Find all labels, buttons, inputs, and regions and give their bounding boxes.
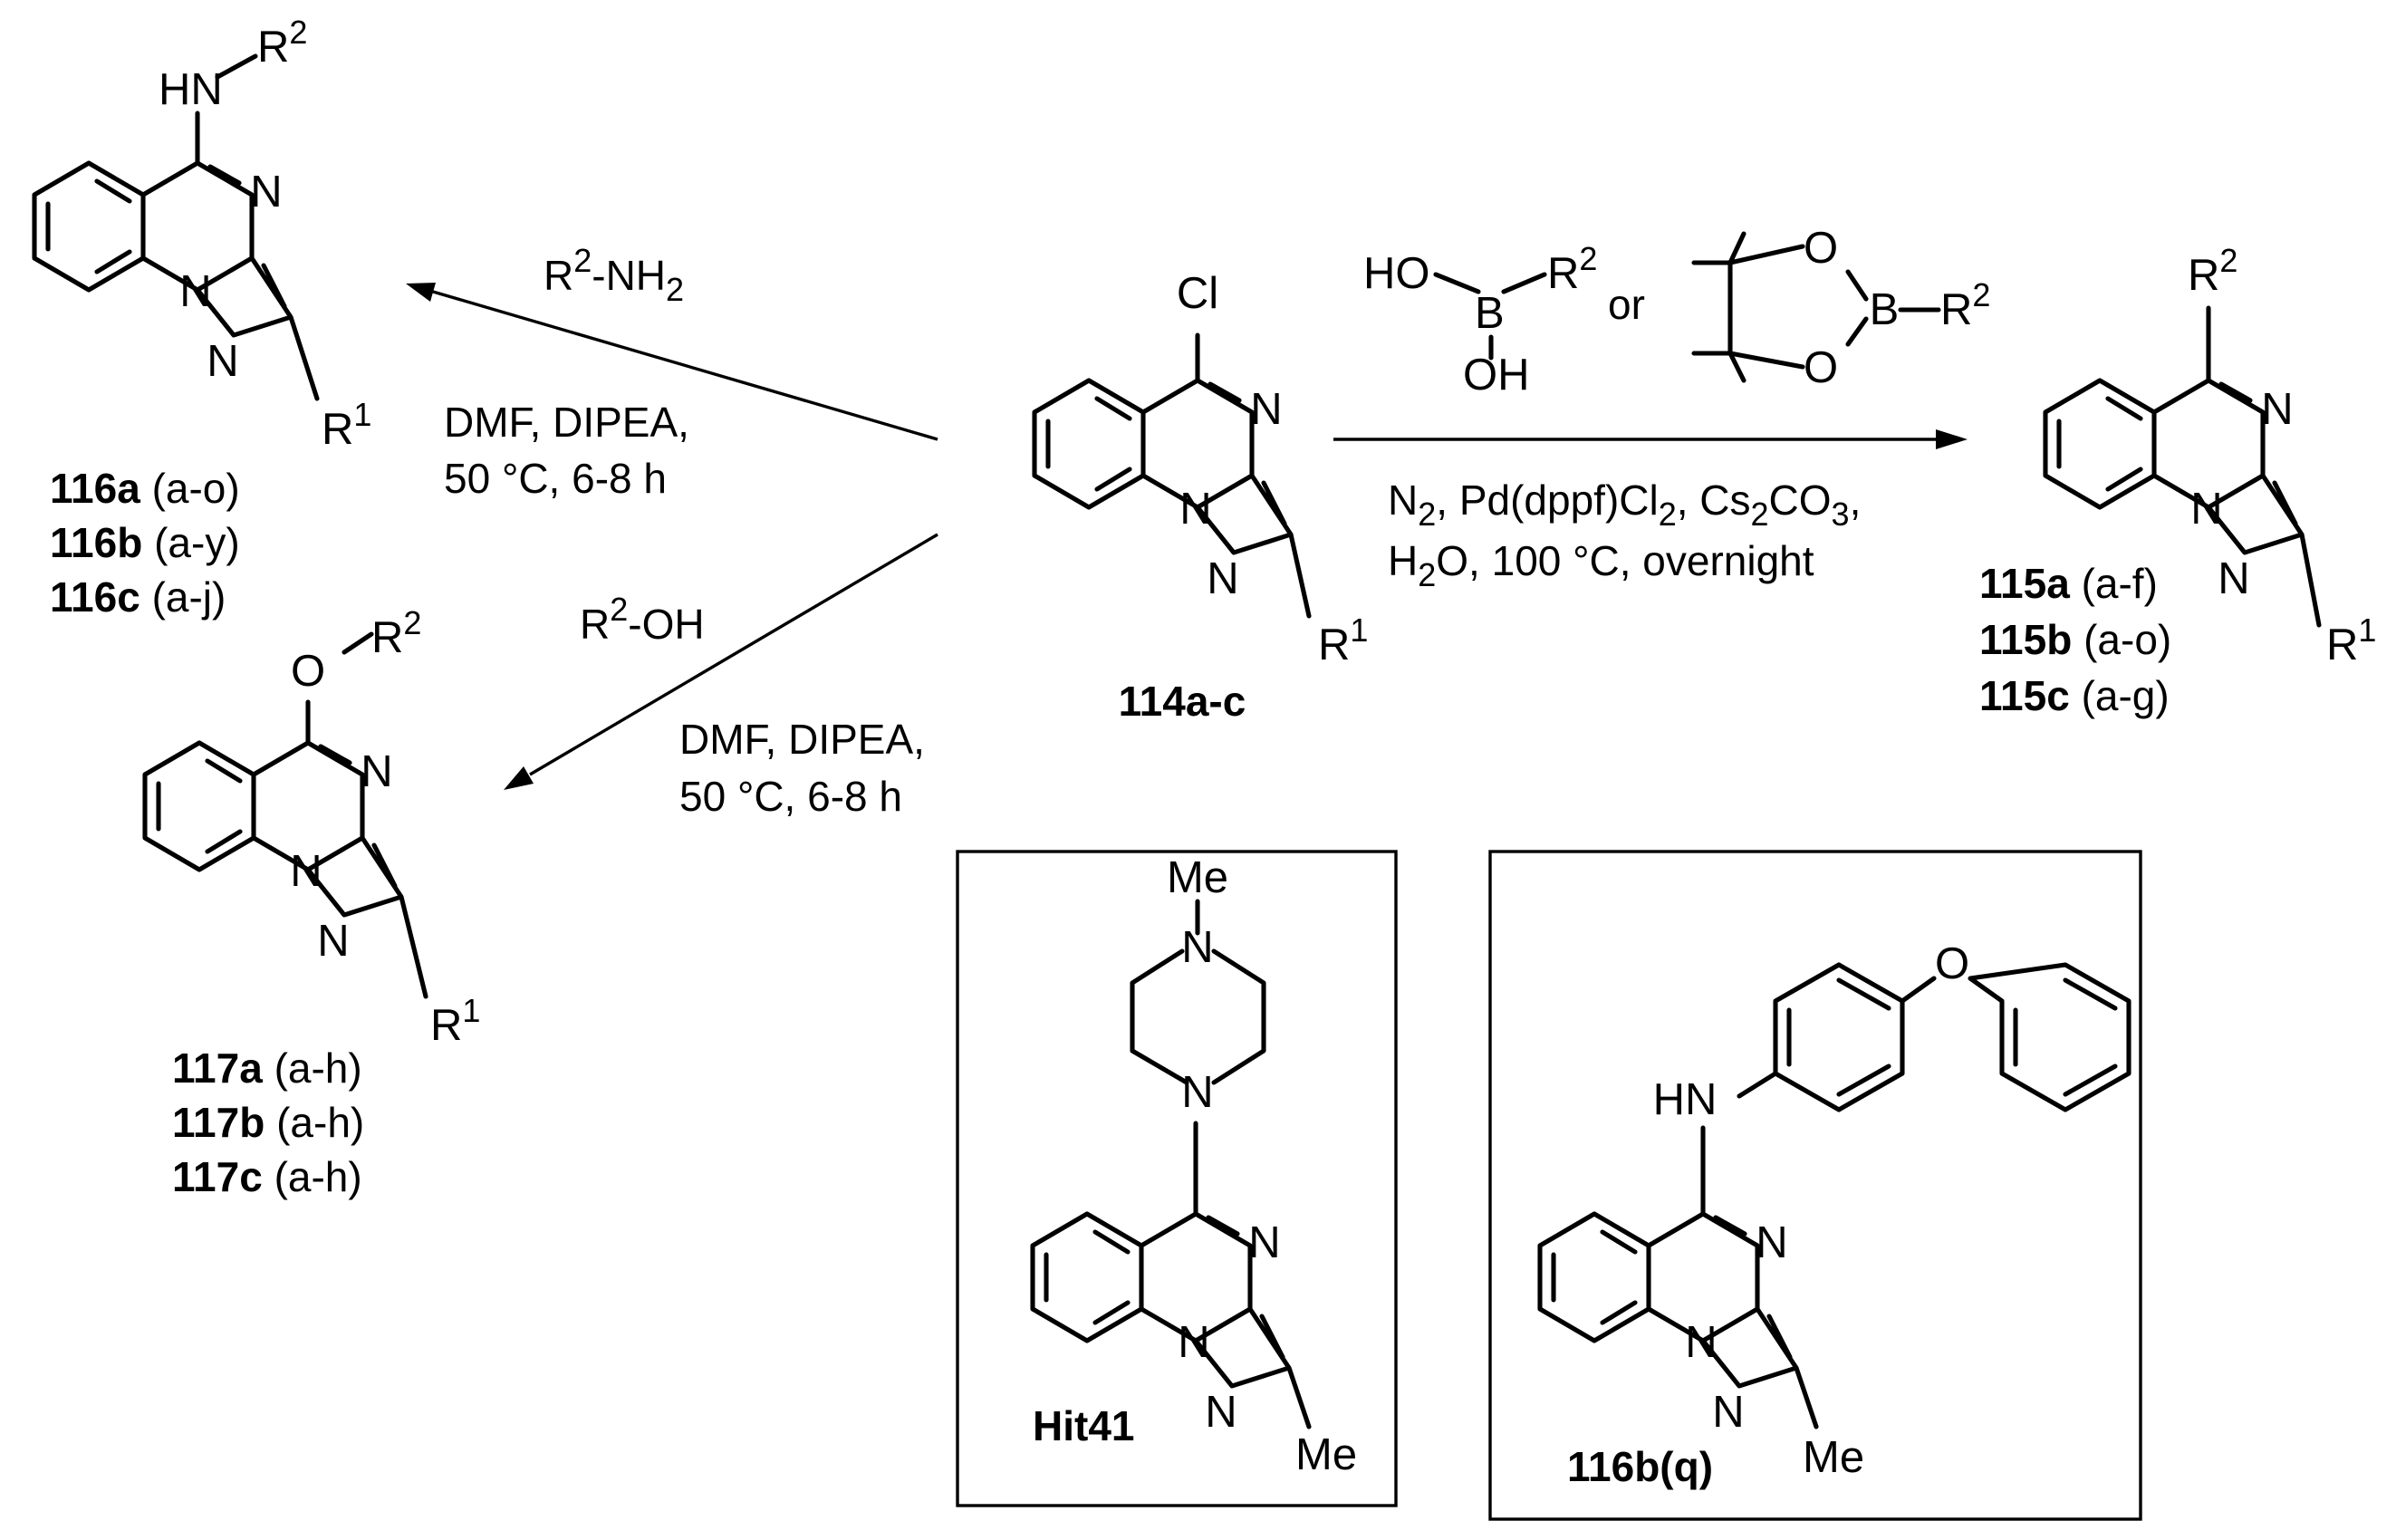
compound-label-116a: 116a (a-o) xyxy=(50,465,240,512)
methyl-label: Me xyxy=(1803,1433,1864,1482)
ho-label: HO xyxy=(1363,249,1430,298)
compound-label-116bq: 116b(q) xyxy=(1567,1443,1713,1490)
r-group-label: R2 xyxy=(2188,242,2237,300)
arrow-amination xyxy=(406,283,938,441)
alcohol-reagent: R2-OH xyxy=(580,591,705,648)
compound-117: O R2 N N N R1 xyxy=(142,604,480,1050)
n-atom: N xyxy=(361,747,392,796)
r-group-label: R1 xyxy=(1318,611,1368,669)
compound-list-115: 115a (a-f) 115b (a-o) 115c (a-g) xyxy=(1979,560,2171,719)
n-atom: N xyxy=(1250,385,1282,434)
n-atom: N xyxy=(207,337,238,386)
compound-list-116: 116a (a-o) 116b (a-y) 116c (a-j) xyxy=(50,465,240,621)
n-atom: N xyxy=(1207,554,1238,603)
methyl-label: Me xyxy=(1295,1430,1357,1479)
n-atom: N xyxy=(1179,485,1211,534)
n-atom: N xyxy=(179,267,211,316)
r-group-label: R2 xyxy=(1940,276,1990,334)
compound-label-117c: 117c (a-h) xyxy=(172,1153,362,1200)
compound-label-116b: 116b (a-y) xyxy=(50,519,240,566)
o-atom: O xyxy=(1804,343,1838,392)
b-atom: B xyxy=(1870,285,1900,334)
arrow-etherification xyxy=(504,533,938,790)
compound-label-116c: 116c (a-j) xyxy=(50,573,226,621)
etherification-conditions-line2: 50 °C, 6-8 h xyxy=(679,773,902,820)
etherification-conditions-line1: DMF, DIPEA, xyxy=(679,716,925,763)
n-atom: N xyxy=(1248,1218,1280,1267)
n-atom: N xyxy=(2218,554,2249,603)
lead-compound-box xyxy=(1488,850,2142,1521)
arrow-suzuki xyxy=(1333,429,1968,449)
n-atom: N xyxy=(1712,1388,1744,1437)
compound-114a-c: Cl N N N R1 114a-c xyxy=(1032,269,1368,725)
hit41-box xyxy=(956,850,1398,1507)
reagent-or-text: or xyxy=(1608,281,1645,328)
r-group-label: R2 xyxy=(1547,240,1597,298)
n-atom: N xyxy=(250,168,282,217)
cl-atom: Cl xyxy=(1177,269,1218,318)
compound-label-115a: 115a (a-f) xyxy=(1979,560,2158,607)
r-group-label: R2 xyxy=(371,604,421,662)
compound-116bq: HN O N N N Me 116b(q) xyxy=(1537,939,2131,1490)
n-atom: N xyxy=(317,917,349,966)
b-atom: B xyxy=(1475,289,1505,338)
n-atom: N xyxy=(1181,923,1213,972)
n-atom: N xyxy=(1756,1218,1787,1267)
compound-label-115b: 115b (a-o) xyxy=(1979,616,2171,663)
compound-115: R2 N N N R1 xyxy=(2043,242,2376,669)
methyl-label: Me xyxy=(1167,853,1228,902)
n-atom: N xyxy=(1181,1068,1213,1117)
compound-label-117a: 117a (a-h) xyxy=(172,1044,362,1092)
o-atom: O xyxy=(1804,224,1838,273)
oh-label: OH xyxy=(1463,351,1530,399)
n-atom: N xyxy=(290,847,322,896)
amine-reagent: R2-NH2 xyxy=(544,242,684,308)
r-group-label: R1 xyxy=(2326,611,2376,669)
o-atom: O xyxy=(1935,939,1969,988)
n-atom: N xyxy=(1178,1318,1209,1367)
hn-label: HN xyxy=(159,65,223,114)
hn-label: HN xyxy=(1653,1075,1718,1124)
pinacol-boronate: O O B R2 xyxy=(1691,224,1990,392)
compound-label-115c: 115c (a-g) xyxy=(1979,672,2170,719)
suzuki-conditions-line2: H2O, 100 °C, overnight xyxy=(1388,537,1814,593)
n-atom: N xyxy=(2261,385,2293,434)
o-atom: O xyxy=(291,647,325,696)
compound-label-114: 114a-c xyxy=(1119,678,1246,725)
amination-conditions-line1: DMF, DIPEA, xyxy=(444,399,689,446)
n-atom: N xyxy=(2190,485,2222,534)
boronic-acid: HO B R2 OH xyxy=(1363,240,1597,399)
r-group-label: R2 xyxy=(257,14,307,72)
compound-label-hit41: Hit41 xyxy=(1033,1402,1134,1449)
n-atom: N xyxy=(1685,1318,1717,1367)
suzuki-conditions-line1: N2, Pd(dppf)Cl2, Cs2CO3, xyxy=(1388,476,1861,533)
compound-list-117: 117a (a-h) 117b (a-h) 117c (a-h) xyxy=(172,1044,364,1200)
amination-conditions-line2: 50 °C, 6-8 h xyxy=(444,455,667,502)
r-group-label: R1 xyxy=(322,396,371,454)
compound-116: HN R2 N N N R1 xyxy=(32,14,371,454)
compound-hit41: N N Me N N N Me Hit41 xyxy=(1030,853,1357,1479)
compound-label-117b: 117b (a-h) xyxy=(172,1099,364,1146)
r-group-label: R1 xyxy=(430,992,480,1050)
n-atom: N xyxy=(1205,1388,1236,1437)
